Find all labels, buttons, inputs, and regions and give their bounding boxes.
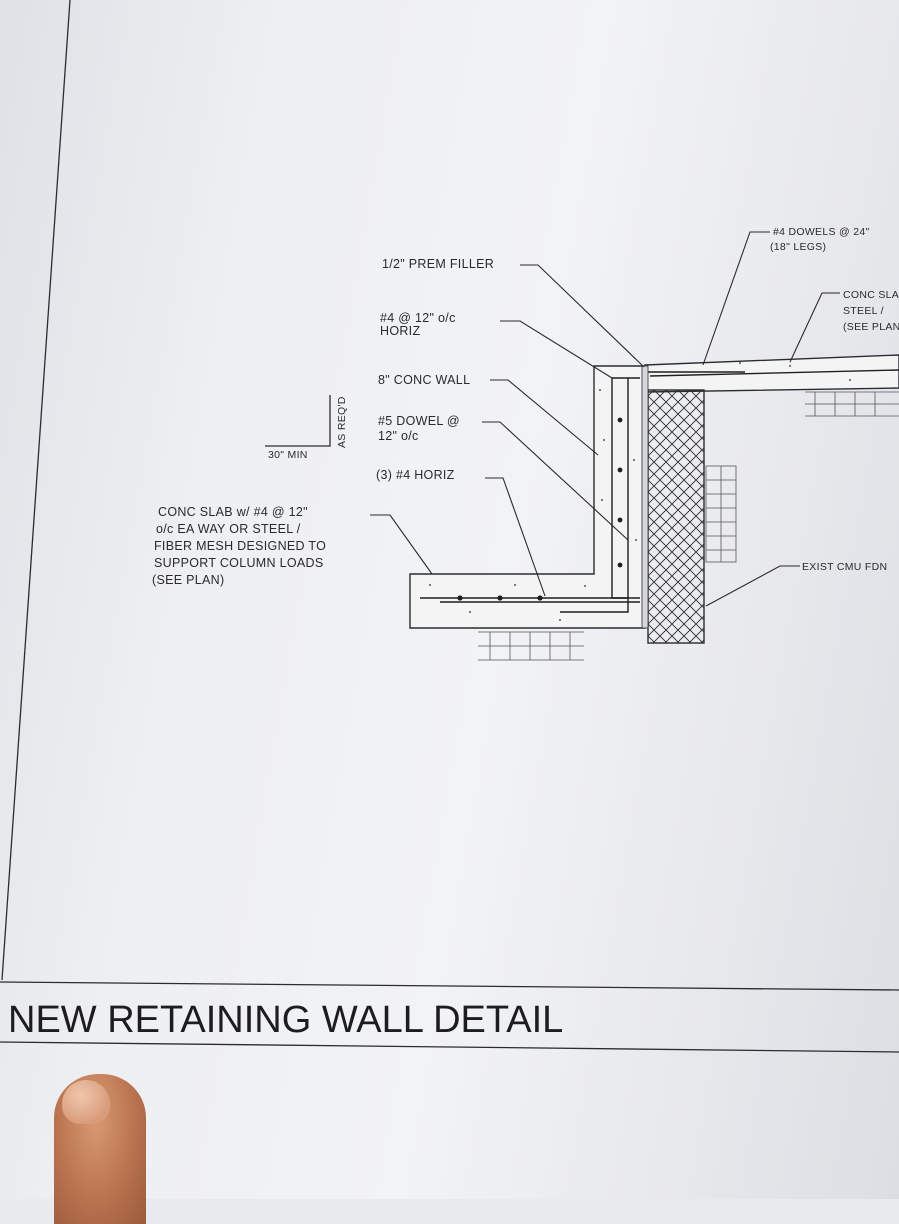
upper-slab-subgrade [805, 391, 899, 417]
leader-top-dowels [702, 231, 770, 366]
slab-subgrade [478, 631, 584, 661]
wall-dowel [560, 378, 629, 613]
leader-dowel [482, 421, 629, 541]
horiz-bar-dot [617, 517, 623, 523]
title-rule-top [0, 981, 899, 991]
fingernail [62, 1080, 110, 1124]
label-slab-1: CONC SLAB w/ #4 @ 12" [158, 505, 308, 519]
label-slab-2: o/c EA WAY OR STEEL / [156, 522, 301, 536]
label-exist-cmu: EXIST CMU FDN [802, 561, 887, 573]
retaining-wall-detail-drawing: 30" MIN AS REQ'D 1/2" PREM FILLER #4 @ 1… [0, 0, 899, 1053]
leader-wall [490, 379, 599, 456]
label-horiz-bar-1: #4 @ 12" o/c [380, 311, 456, 325]
leader-filler [520, 264, 645, 368]
label-slab-4: SUPPORT COLUMN LOADS [154, 556, 323, 570]
label-slab-5: (SEE PLAN) [152, 573, 224, 587]
label-dowel-2: 12" o/c [378, 429, 419, 443]
label-horiz3: (3) #4 HORIZ [376, 468, 455, 482]
upper-slab-rebar [649, 369, 899, 377]
title-rule-bottom [0, 1041, 899, 1053]
concrete-wall-and-slab [409, 365, 646, 629]
label-wall: 8" CONC WALL [378, 373, 470, 387]
dim-req-label: AS REQ'D [336, 396, 348, 448]
horiz-bar-dot [617, 417, 623, 423]
leader-top-slab [789, 292, 840, 363]
leader-horiz-bar [500, 320, 613, 379]
label-top-dowels-2: (18" LEGS) [770, 241, 826, 253]
sheet-border-left [1, 0, 71, 981]
label-slab-3: FIBER MESH DESIGNED TO [154, 539, 326, 553]
horiz-bar-dot [617, 562, 623, 568]
horiz-bar-dot [617, 467, 623, 473]
leader-exist-cmu [705, 565, 800, 607]
dimension-line [265, 395, 331, 447]
horiz-bar-dot [457, 595, 463, 601]
horiz-bar-dot [497, 595, 503, 601]
label-top-slab-2: STEEL / [843, 305, 884, 317]
label-top-slab-1: CONC SLAB [843, 289, 899, 301]
label-horiz-bar-2: HORIZ [380, 324, 420, 338]
premolded-filler [641, 365, 649, 629]
soil-hatch-right [705, 465, 737, 563]
drawing-title: NEW RETAINING WALL DETAIL [8, 999, 563, 1041]
horiz-bar-dot [537, 595, 543, 601]
concrete-aggregate [429, 362, 851, 621]
leader-horiz3 [485, 477, 546, 597]
leader-slab [370, 514, 433, 575]
existing-cmu-foundation [647, 389, 705, 644]
label-top-dowels-1: #4 DOWELS @ 24" [773, 226, 870, 238]
label-dowel-1: #5 DOWEL @ [378, 414, 460, 428]
label-filler: 1/2" PREM FILLER [382, 257, 494, 271]
drawing-sheet: 30" MIN AS REQ'D 1/2" PREM FILLER #4 @ 1… [0, 0, 899, 1199]
label-top-slab-3: (SEE PLAN) [843, 321, 899, 333]
dim-min-label: 30" MIN [268, 449, 308, 461]
